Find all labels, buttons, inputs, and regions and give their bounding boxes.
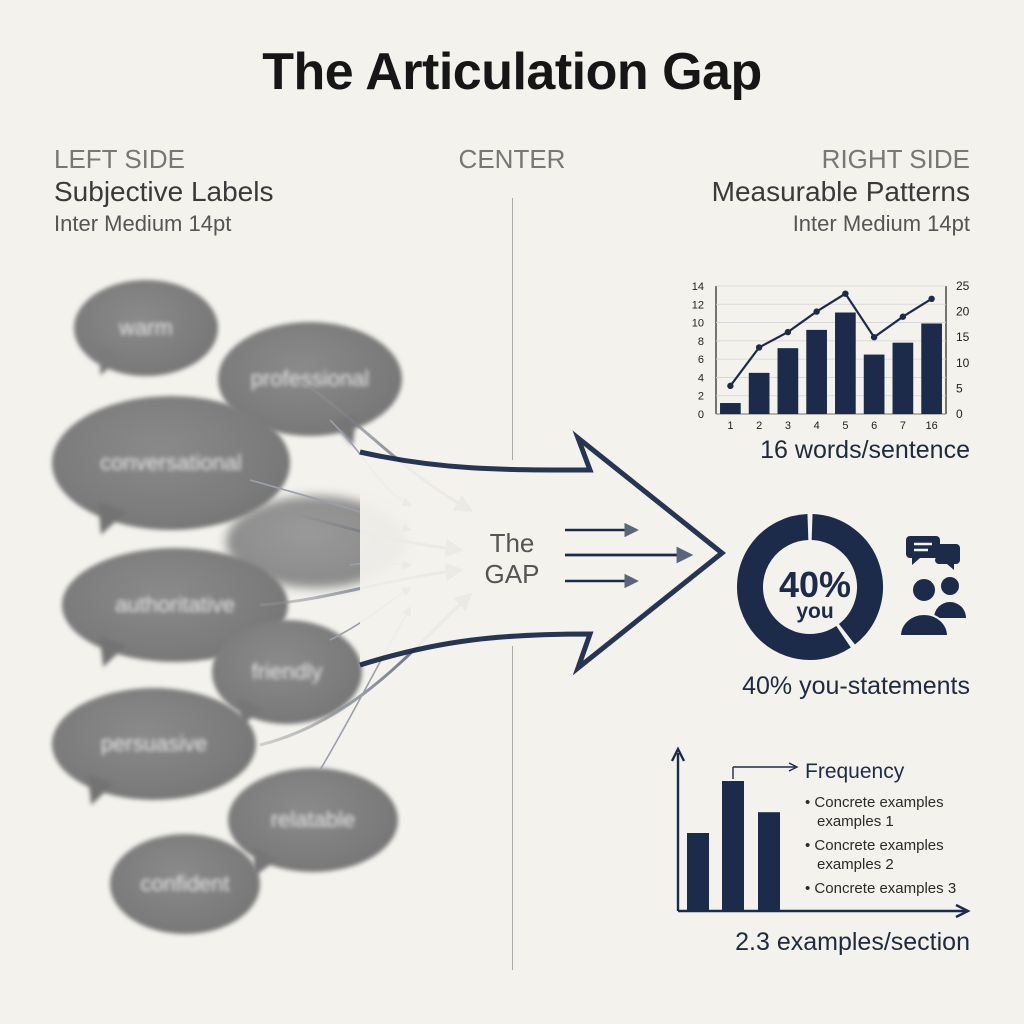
center-divider-bottom — [512, 646, 513, 970]
line-point — [928, 295, 935, 302]
center-kicker: CENTER — [458, 144, 566, 174]
x-tick-label: 1 — [727, 420, 733, 432]
bar — [748, 372, 770, 414]
donut-center-label: you — [796, 600, 834, 623]
legend-item: • Concrete examples — [805, 837, 944, 854]
x-tick-label: 5 — [842, 420, 848, 432]
bar — [758, 812, 780, 911]
x-tick-label: 4 — [814, 420, 820, 432]
x-tick-label: 16 — [926, 420, 938, 432]
x-tick-label: 2 — [756, 420, 762, 432]
legend-text: examples 2 — [817, 856, 894, 873]
annotation-arrowhead — [788, 762, 799, 772]
y-left-tick-label: 2 — [698, 391, 704, 403]
donut-slice — [737, 514, 851, 660]
y-left-tick-label: 6 — [698, 354, 704, 366]
legend-text: Concrete examples — [814, 837, 944, 854]
line-point — [813, 308, 820, 315]
line-point — [899, 313, 907, 320]
donut-slice — [811, 514, 883, 645]
bar — [863, 354, 885, 414]
line-point — [870, 334, 878, 341]
bar — [892, 342, 914, 414]
right-subheading: Inter Medium 14pt — [792, 211, 970, 236]
y-right-tick-label: 20 — [956, 305, 970, 319]
left-kicker: LEFT SIDE — [54, 144, 186, 174]
page-title: The Articulation Gap — [262, 43, 762, 101]
legend-text: Concrete examples — [814, 794, 944, 811]
y-right-tick-label: 10 — [956, 356, 970, 370]
examples-legend: • Concrete examples examples 1 • Concret… — [805, 793, 985, 898]
label-friendly: friendly — [251, 659, 323, 684]
stat-examples-per-section: 2.3 examples/section — [735, 928, 970, 956]
center-divider-top — [512, 198, 513, 460]
y-left-tick-label: 14 — [692, 281, 704, 293]
bar — [835, 312, 856, 414]
label-authoritative: authoritative — [115, 592, 235, 617]
label-relatable: relatable — [270, 807, 356, 832]
chat-people-icon-group — [898, 536, 966, 637]
speech-bubble-conversational: conversational — [52, 396, 290, 541]
legend-text: Concrete examples 3 — [814, 880, 957, 897]
legend-item: • Concrete examples — [805, 794, 944, 811]
legend-item: • Concrete examples 3 — [805, 880, 957, 897]
bar — [722, 781, 744, 911]
y-left-tick-label: 10 — [692, 318, 704, 330]
line-point — [784, 328, 792, 336]
gap-label: The GAP — [452, 528, 572, 590]
label-confident: confident — [140, 871, 230, 896]
y-left-tick-label: 8 — [698, 336, 704, 348]
x-tick-label: 3 — [785, 420, 791, 432]
donut-center-value: 40% — [778, 564, 852, 605]
speech-bubble-confident: confident — [110, 834, 260, 934]
stat-you-statements: 40% you-statements — [742, 672, 970, 700]
speech-bubble-warm: warm — [74, 280, 218, 381]
speech-bubble-friendly: friendly — [212, 620, 362, 733]
y-left-tick-label: 4 — [698, 372, 704, 384]
y-right-tick-label: 5 — [956, 381, 963, 395]
x-tick-label: 6 — [871, 420, 877, 432]
examples-frequency-chart — [670, 746, 971, 919]
y-axis-arrowhead — [670, 746, 686, 762]
y-right-tick-label: 15 — [956, 330, 970, 344]
bar — [806, 329, 827, 414]
frequency-annotation: Frequency — [805, 760, 905, 783]
left-subheading: Inter Medium 14pt — [54, 211, 232, 236]
left-heading: Subjective Labels — [54, 176, 274, 207]
y-left-tick-label: 0 — [698, 409, 704, 421]
line-point — [755, 344, 763, 351]
chat-bubbles-icon — [906, 536, 960, 570]
right-kicker: RIGHT SIDE — [821, 144, 970, 174]
y-right-tick-label: 25 — [956, 279, 970, 293]
label-persuasive: persuasive — [100, 731, 208, 756]
legend-item: examples 1 — [805, 812, 985, 831]
stat-words-per-sentence: 16 words/sentence — [760, 436, 970, 464]
y-left-tick-label: 12 — [692, 299, 704, 311]
bar — [687, 833, 709, 911]
arrow-right-icon — [359, 430, 727, 676]
bar — [921, 323, 942, 414]
gap-label-line1: The — [489, 528, 535, 558]
line-point — [727, 382, 734, 390]
x-tick-label: 7 — [900, 420, 906, 432]
speech-bubble-authoritative: authoritative — [62, 548, 288, 672]
x-axis-arrowhead — [955, 903, 971, 919]
line-point — [842, 290, 849, 297]
you-statements-donut — [737, 514, 883, 660]
right-heading: Measurable Patterns — [711, 176, 970, 207]
label-conversational: conversational — [100, 450, 242, 475]
speech-bubble-persuasive: persuasive — [52, 688, 256, 810]
bar — [720, 403, 741, 414]
y-right-tick-label: 0 — [956, 407, 963, 421]
bar — [777, 348, 799, 414]
speech-bubble-relatable: relatable — [228, 768, 398, 883]
label-warm: warm — [119, 315, 173, 340]
legend-text: examples 1 — [817, 813, 894, 830]
users-icon — [898, 577, 966, 637]
legend-item: examples 2 — [805, 855, 985, 874]
line-series — [729, 292, 933, 387]
gap-label-line2: GAP — [484, 559, 540, 589]
